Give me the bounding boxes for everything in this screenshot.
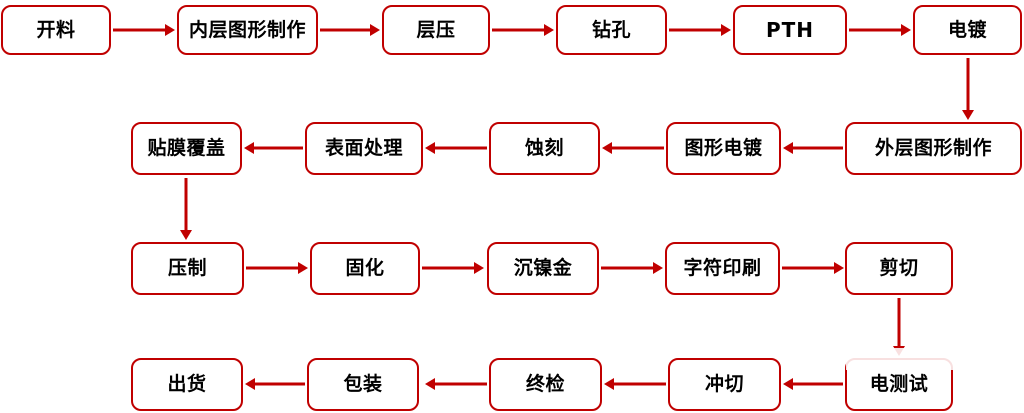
arrow-left-r2-3	[425, 140, 487, 156]
arrow-left-r4-1	[783, 376, 843, 392]
process-node-baozhuang[interactable]: 包装	[307, 358, 419, 411]
arrow-left-r4-4	[245, 376, 305, 392]
arrow-down-row3-to-row4	[891, 298, 907, 356]
process-node-diandu[interactable]: 电镀	[913, 5, 1022, 55]
arrow-left-r2-2	[602, 140, 664, 156]
arrow-left-r2-1	[783, 140, 843, 156]
process-node-neiceng-tuxing-zhizuo[interactable]: 内层图形制作	[177, 5, 318, 55]
process-node-tiemo-fugai[interactable]: 贴膜覆盖	[131, 122, 242, 175]
process-node-shike[interactable]: 蚀刻	[489, 122, 600, 175]
process-node-waiceng-tuxing-zhizuo[interactable]: 外层图形制作	[845, 122, 1022, 175]
arrow-left-r4-2	[604, 376, 666, 392]
process-node-kailiao[interactable]: 开料	[1, 5, 111, 55]
arrow-right-r1-2	[320, 22, 380, 38]
process-node-chuhuo[interactable]: 出货	[131, 358, 243, 411]
process-node-yazhi[interactable]: 压制	[131, 242, 244, 295]
arrow-right-r1-5	[849, 22, 911, 38]
process-node-biaomian-chuli[interactable]: 表面处理	[305, 122, 423, 175]
arrow-right-r1-3	[492, 22, 554, 38]
arrow-right-r3-3	[601, 260, 663, 276]
process-node-zhongjian[interactable]: 终检	[489, 358, 602, 411]
process-node-tuxing-diandu[interactable]: 图形电镀	[666, 122, 781, 175]
process-node-cengya[interactable]: 层压	[382, 5, 490, 55]
arrow-right-r1-1	[113, 22, 175, 38]
arrow-left-r4-3	[425, 376, 487, 392]
arrow-down-row2-to-row3	[178, 178, 194, 240]
process-node-guhua[interactable]: 固化	[310, 242, 420, 295]
process-node-chongqie[interactable]: 冲切	[668, 358, 781, 411]
process-node-zifu-yinshua[interactable]: 字符印刷	[665, 242, 780, 295]
arrow-left-r2-4	[244, 140, 303, 156]
arrow-right-r3-2	[422, 260, 484, 276]
arrow-right-r3-1	[246, 260, 308, 276]
process-node-dianceshi[interactable]: 电测试	[845, 358, 953, 411]
arrow-right-r3-4	[782, 260, 844, 276]
process-node-pth[interactable]: PTH	[733, 5, 847, 55]
arrow-right-r1-4	[669, 22, 731, 38]
arrow-down-row1-to-row2	[960, 58, 976, 120]
process-node-jianqie[interactable]: 剪切	[845, 242, 953, 295]
process-node-chennijin[interactable]: 沉镍金	[487, 242, 599, 295]
process-node-zuankong[interactable]: 钻孔	[556, 5, 667, 55]
